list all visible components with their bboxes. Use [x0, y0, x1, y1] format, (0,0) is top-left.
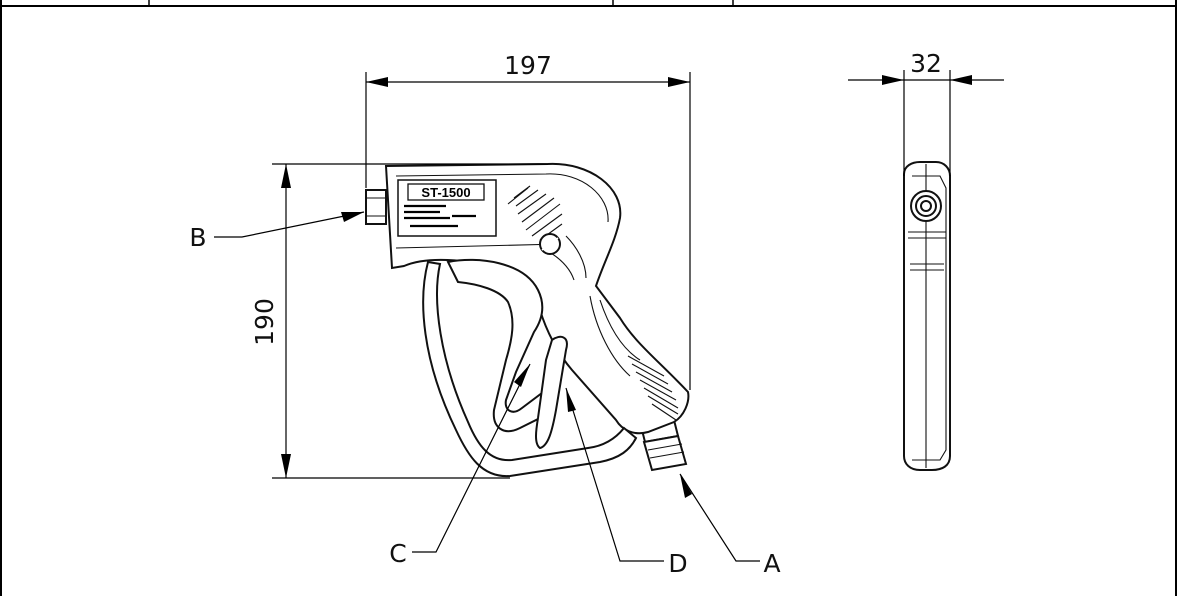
grip-texture	[589, 295, 679, 421]
dimension-length-value: 197	[504, 51, 552, 80]
spray-gun-side-view: ST-1500	[365, 162, 690, 478]
trigger-lever	[446, 258, 549, 433]
hex-bolt	[539, 233, 561, 255]
dimension-length: 197	[365, 51, 691, 390]
callout-a-label: A	[763, 549, 780, 578]
callout-b-label: B	[189, 223, 206, 252]
trigger-guard	[422, 260, 638, 478]
callout-d: D	[565, 387, 688, 578]
label-plate: ST-1500	[397, 179, 497, 237]
outlet-fitting	[365, 189, 387, 225]
dimension-height-value: 190	[250, 298, 279, 346]
spray-gun-front-view	[903, 161, 951, 471]
dimension-height: 190	[250, 163, 548, 479]
callout-c: C	[389, 363, 531, 568]
plate-fine-print	[404, 204, 476, 228]
callout-c-label: C	[389, 539, 406, 568]
callout-b: B	[189, 211, 365, 252]
callout-d-label: D	[668, 549, 687, 578]
plate-model-text: ST-1500	[421, 185, 470, 200]
safety-catch	[535, 335, 568, 450]
callout-a: A	[679, 473, 781, 578]
dimension-width: 32	[848, 49, 1004, 176]
dimension-width-value: 32	[910, 49, 942, 78]
